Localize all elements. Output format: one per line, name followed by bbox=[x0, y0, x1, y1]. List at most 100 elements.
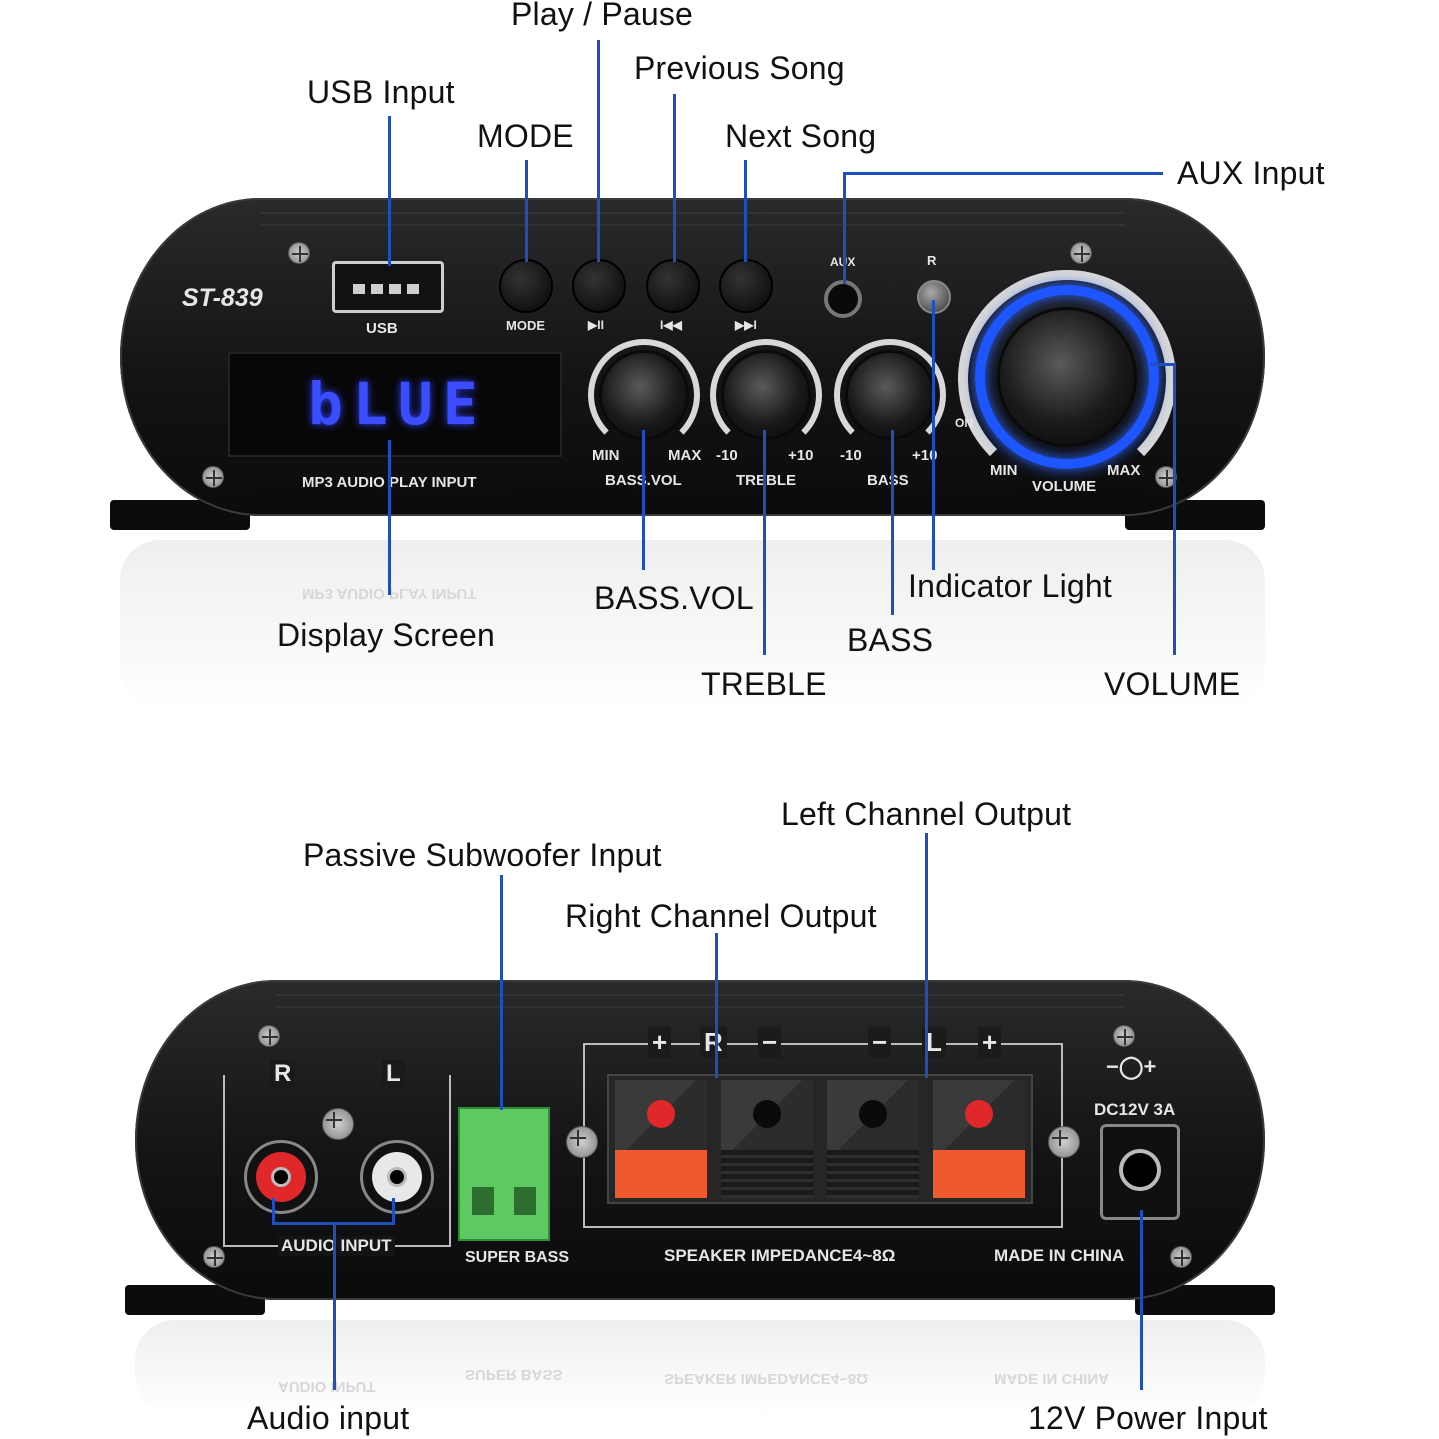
bass-vol-max: MAX bbox=[668, 447, 702, 464]
right-positive-lever[interactable] bbox=[615, 1150, 707, 1198]
callout-display-screen: Display Screen bbox=[277, 617, 496, 653]
screw bbox=[1170, 1246, 1192, 1268]
reflection-caption: SPEAKER IMPEDANCE4~8Ω bbox=[664, 1370, 869, 1387]
bass-min: -10 bbox=[840, 447, 862, 464]
leader-power-input bbox=[1140, 1210, 1143, 1390]
usb-label: USB bbox=[366, 320, 398, 337]
leader-audio-input-l bbox=[392, 1198, 395, 1224]
reflection-caption: SUPER BASS bbox=[465, 1366, 563, 1383]
speaker-terminal-block bbox=[607, 1074, 1033, 1204]
front-reflection bbox=[120, 540, 1265, 710]
screw bbox=[203, 1246, 225, 1268]
leader-mode bbox=[525, 160, 528, 262]
volume-min: MIN bbox=[990, 462, 1018, 479]
terminal-slot bbox=[472, 1187, 494, 1215]
leader-aux-input-v bbox=[843, 172, 846, 284]
callout-passive-subwoofer-input: Passive Subwoofer Input bbox=[303, 837, 662, 873]
leader-audio-input-v bbox=[333, 1222, 336, 1390]
leader-next-song bbox=[744, 160, 747, 262]
heatsink-fin bbox=[260, 224, 1125, 226]
dc-rating: DC12V 3A bbox=[1094, 1100, 1176, 1119]
leader-volume-v bbox=[1173, 363, 1176, 655]
next-song-button[interactable] bbox=[719, 259, 773, 313]
screw bbox=[1048, 1126, 1080, 1158]
bass-max: +10 bbox=[912, 447, 938, 464]
leader-volume-h bbox=[1150, 363, 1176, 366]
leader-audio-input-r bbox=[272, 1198, 275, 1224]
display-value: bLUE bbox=[308, 370, 488, 438]
volume-scale bbox=[958, 270, 1176, 488]
volume-knob[interactable] bbox=[1000, 310, 1134, 444]
audio-input-caption: AUDIO INPUT bbox=[278, 1236, 395, 1256]
callout-audio-input: Audio input bbox=[247, 1400, 410, 1436]
callout-left-channel-output: Left Channel Output bbox=[781, 796, 1072, 832]
callout-indicator-light: Indicator Light bbox=[908, 568, 1113, 604]
leader-left-channel bbox=[925, 833, 928, 1078]
rca-left-jack[interactable] bbox=[360, 1140, 434, 1214]
super-bass-caption: SUPER BASS bbox=[465, 1249, 570, 1266]
treble-min: -10 bbox=[716, 447, 738, 464]
aux-jack[interactable] bbox=[824, 280, 862, 318]
callout-usb-input: USB Input bbox=[307, 74, 455, 110]
terminal-dot-red bbox=[647, 1100, 675, 1128]
bass-name: BASS bbox=[867, 472, 909, 489]
callout-aux-input: AUX Input bbox=[1177, 155, 1325, 191]
screw bbox=[258, 1025, 280, 1047]
treble-knob[interactable] bbox=[724, 353, 808, 437]
dc-power-jack[interactable] bbox=[1100, 1124, 1180, 1220]
bass-scale bbox=[834, 339, 946, 451]
terminal-dot-black bbox=[859, 1100, 887, 1128]
heatsink-fin bbox=[275, 1006, 1125, 1008]
left-positive-lever[interactable] bbox=[933, 1150, 1025, 1198]
leader-display-screen bbox=[388, 440, 391, 595]
previous-song-button[interactable] bbox=[646, 259, 700, 313]
impedance-caption: SPEAKER IMPEDANCE4~8Ω bbox=[664, 1246, 896, 1265]
volume-on: ON bbox=[955, 416, 973, 430]
display-screen: bLUE bbox=[228, 352, 562, 457]
heatsink-fin bbox=[275, 994, 1125, 996]
heatsink-fin bbox=[260, 212, 1125, 214]
callout-bass-vol: BASS.VOL bbox=[594, 580, 754, 616]
terminal-dot-red bbox=[965, 1100, 993, 1128]
callout-power-input: 12V Power Input bbox=[1028, 1400, 1268, 1436]
spk-r: R bbox=[700, 1027, 727, 1058]
treble-max: +10 bbox=[788, 447, 814, 464]
screw bbox=[322, 1108, 354, 1140]
leader-indicator-light bbox=[932, 300, 935, 570]
bass-vol-min: MIN bbox=[592, 447, 620, 464]
reflection-caption: MADE IN CHINA bbox=[994, 1370, 1109, 1387]
callout-next-song: Next Song bbox=[725, 118, 877, 154]
screw bbox=[202, 466, 224, 488]
leader-usb-input bbox=[388, 116, 391, 266]
bass-vol-knob[interactable] bbox=[602, 353, 686, 437]
play-pause-button[interactable] bbox=[572, 259, 626, 313]
mode-button[interactable] bbox=[499, 259, 553, 313]
mode-label: MODE bbox=[506, 318, 545, 333]
callout-right-channel-output: Right Channel Output bbox=[565, 898, 877, 934]
terminal-dot-black bbox=[753, 1100, 781, 1128]
screw bbox=[1113, 1025, 1135, 1047]
usb-port[interactable] bbox=[332, 261, 444, 313]
terminal-slot bbox=[514, 1187, 536, 1215]
leader-treble bbox=[763, 430, 766, 655]
callout-previous-song: Previous Song bbox=[634, 50, 845, 86]
super-bass-terminal[interactable] bbox=[458, 1107, 550, 1241]
left-negative-lever[interactable] bbox=[827, 1150, 919, 1198]
rca-l-label: L bbox=[382, 1060, 405, 1088]
callout-play-pause: Play / Pause bbox=[511, 0, 694, 32]
volume-max: MAX bbox=[1107, 462, 1141, 479]
treble-name: TREBLE bbox=[736, 472, 796, 489]
indicator-label: R bbox=[927, 253, 937, 268]
leader-previous-song bbox=[673, 94, 676, 262]
aux-label: AUX bbox=[830, 255, 855, 269]
screw bbox=[566, 1126, 598, 1158]
treble-scale bbox=[710, 339, 822, 451]
spk-minus-r: − bbox=[758, 1027, 782, 1058]
rca-r-label: R bbox=[270, 1060, 296, 1088]
bass-vol-scale bbox=[588, 339, 700, 451]
rca-right-jack[interactable] bbox=[244, 1140, 318, 1214]
reflection-caption: AUDIO INPUT bbox=[278, 1378, 376, 1395]
next-icon: ▶▶I bbox=[735, 318, 757, 332]
bass-knob[interactable] bbox=[848, 353, 932, 437]
right-negative-lever[interactable] bbox=[721, 1150, 813, 1198]
